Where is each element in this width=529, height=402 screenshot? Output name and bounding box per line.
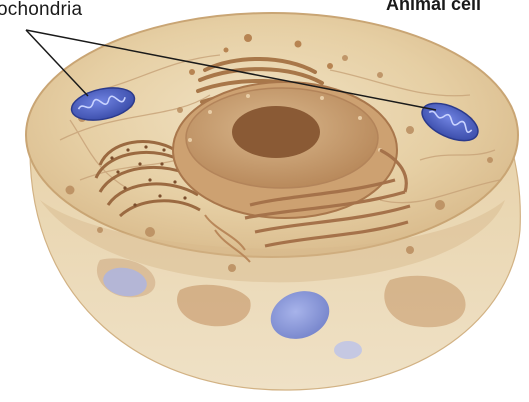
mitochondria-label: ochondria [0, 0, 82, 21]
diagram-title: Animal cell [386, 0, 481, 15]
nucleolus [232, 106, 320, 158]
